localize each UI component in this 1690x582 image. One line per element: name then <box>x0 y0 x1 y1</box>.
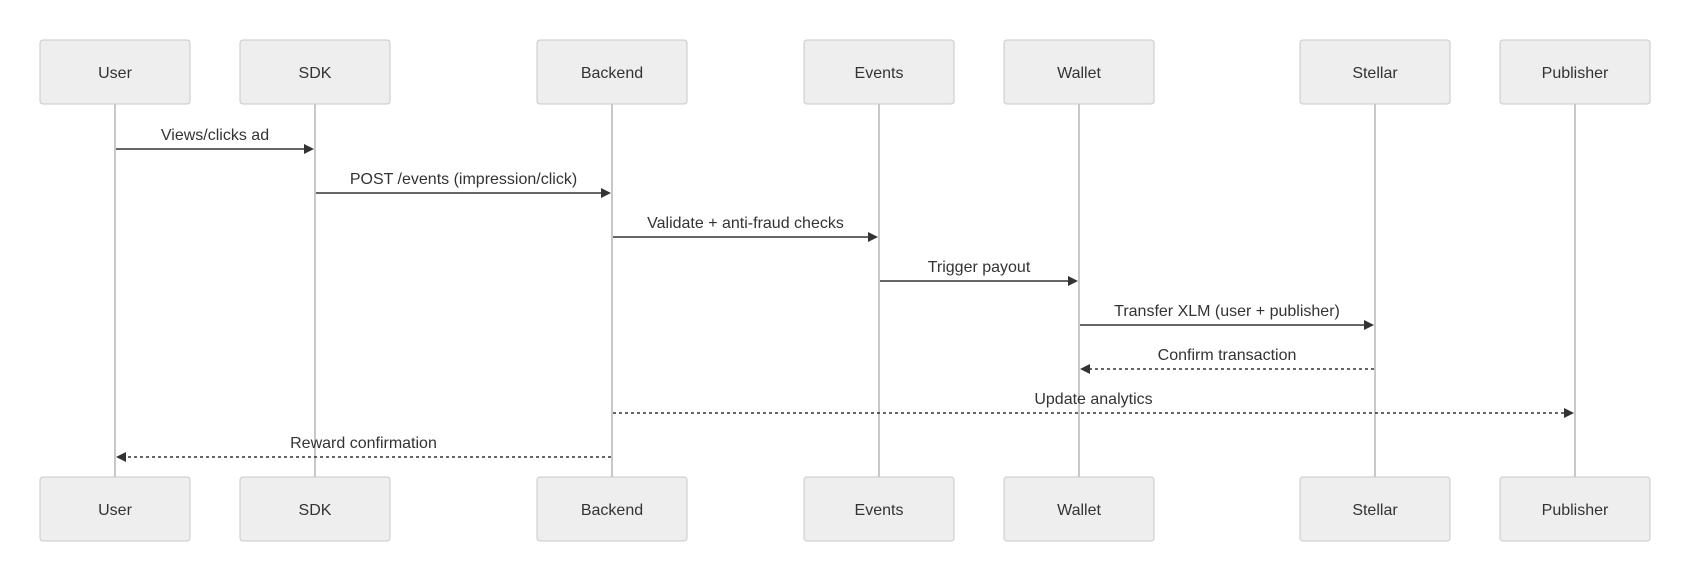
arrowhead-icon <box>116 452 126 462</box>
actor-box <box>536 39 688 105</box>
message-7: Update analytics <box>613 391 1574 418</box>
actor-box <box>1299 39 1451 105</box>
actor-label: Wallet <box>1057 65 1101 82</box>
actor-label: Backend <box>581 502 643 519</box>
actor-label: Publisher <box>1542 502 1609 519</box>
actor-events-bottom: Events <box>803 476 955 542</box>
message-label: Reward confirmation <box>290 435 437 452</box>
actor-box <box>536 476 688 542</box>
message-6: Confirm transaction <box>1080 347 1374 374</box>
actor-wallet-bottom: Wallet <box>1003 476 1155 542</box>
actor-box <box>1499 39 1651 105</box>
message-2: POST /events (impression/click) <box>316 171 611 198</box>
actor-label: User <box>98 502 132 519</box>
actor-label: User <box>98 65 132 82</box>
message-1: Views/clicks ad <box>116 127 314 154</box>
actor-publisher-top: Publisher <box>1499 39 1651 105</box>
message-label: Views/clicks ad <box>161 127 269 144</box>
message-label: Update analytics <box>1034 391 1152 408</box>
actor-label: SDK <box>299 65 332 82</box>
actor-box <box>239 476 391 542</box>
arrowhead-icon <box>601 188 611 198</box>
actor-box <box>803 476 955 542</box>
actor-label: Backend <box>581 65 643 82</box>
actor-box <box>1299 476 1451 542</box>
lifelines <box>114 104 1576 477</box>
arrowhead-icon <box>1364 320 1374 330</box>
message-label: Transfer XLM (user + publisher) <box>1114 303 1340 320</box>
message-5: Transfer XLM (user + publisher) <box>1080 303 1374 330</box>
actor-stellar-top: Stellar <box>1299 39 1451 105</box>
actor-box <box>39 476 191 542</box>
actor-box <box>239 39 391 105</box>
actor-publisher-bottom: Publisher <box>1499 476 1651 542</box>
actor-label: Publisher <box>1542 65 1609 82</box>
message-3: Validate + anti-fraud checks <box>613 215 878 242</box>
actor-wallet-top: Wallet <box>1003 39 1155 105</box>
actor-backend-bottom: Backend <box>536 476 688 542</box>
arrowhead-icon <box>1564 408 1574 418</box>
actor-user-bottom: User <box>39 476 191 542</box>
actor-box <box>803 39 955 105</box>
arrowhead-icon <box>304 144 314 154</box>
arrowhead-icon <box>1068 276 1078 286</box>
actor-label: Stellar <box>1352 502 1398 519</box>
actors-top: User SDK Backend Events Wallet Stellar Publish… <box>39 39 1651 105</box>
message-label: Confirm transaction <box>1158 347 1297 364</box>
actor-label: Wallet <box>1057 502 1101 519</box>
actor-label: Stellar <box>1352 65 1398 82</box>
actor-events-top: Events <box>803 39 955 105</box>
actors-bottom: User SDK Backend Events Wallet Stellar Publish… <box>39 476 1651 542</box>
message-4: Trigger payout <box>880 259 1078 286</box>
actor-backend-top: Backend <box>536 39 688 105</box>
actor-label: Events <box>855 65 904 82</box>
message-label: Validate + anti-fraud checks <box>647 215 844 232</box>
actor-label: SDK <box>299 502 332 519</box>
message-label: POST /events (impression/click) <box>350 171 577 188</box>
arrowhead-icon <box>1080 364 1090 374</box>
messages: Views/clicks ad POST /events (impression/… <box>116 127 1574 462</box>
actor-stellar-bottom: Stellar <box>1299 476 1451 542</box>
actor-box <box>1003 39 1155 105</box>
actor-box <box>1499 476 1651 542</box>
actor-user-top: User <box>39 39 191 105</box>
message-label: Trigger payout <box>928 259 1031 276</box>
actor-sdk-bottom: SDK <box>239 476 391 542</box>
arrowhead-icon <box>868 232 878 242</box>
actor-label: Events <box>855 502 904 519</box>
message-8: Reward confirmation <box>116 435 611 462</box>
actor-box <box>39 39 191 105</box>
actor-box <box>1003 476 1155 542</box>
actor-sdk-top: SDK <box>239 39 391 105</box>
